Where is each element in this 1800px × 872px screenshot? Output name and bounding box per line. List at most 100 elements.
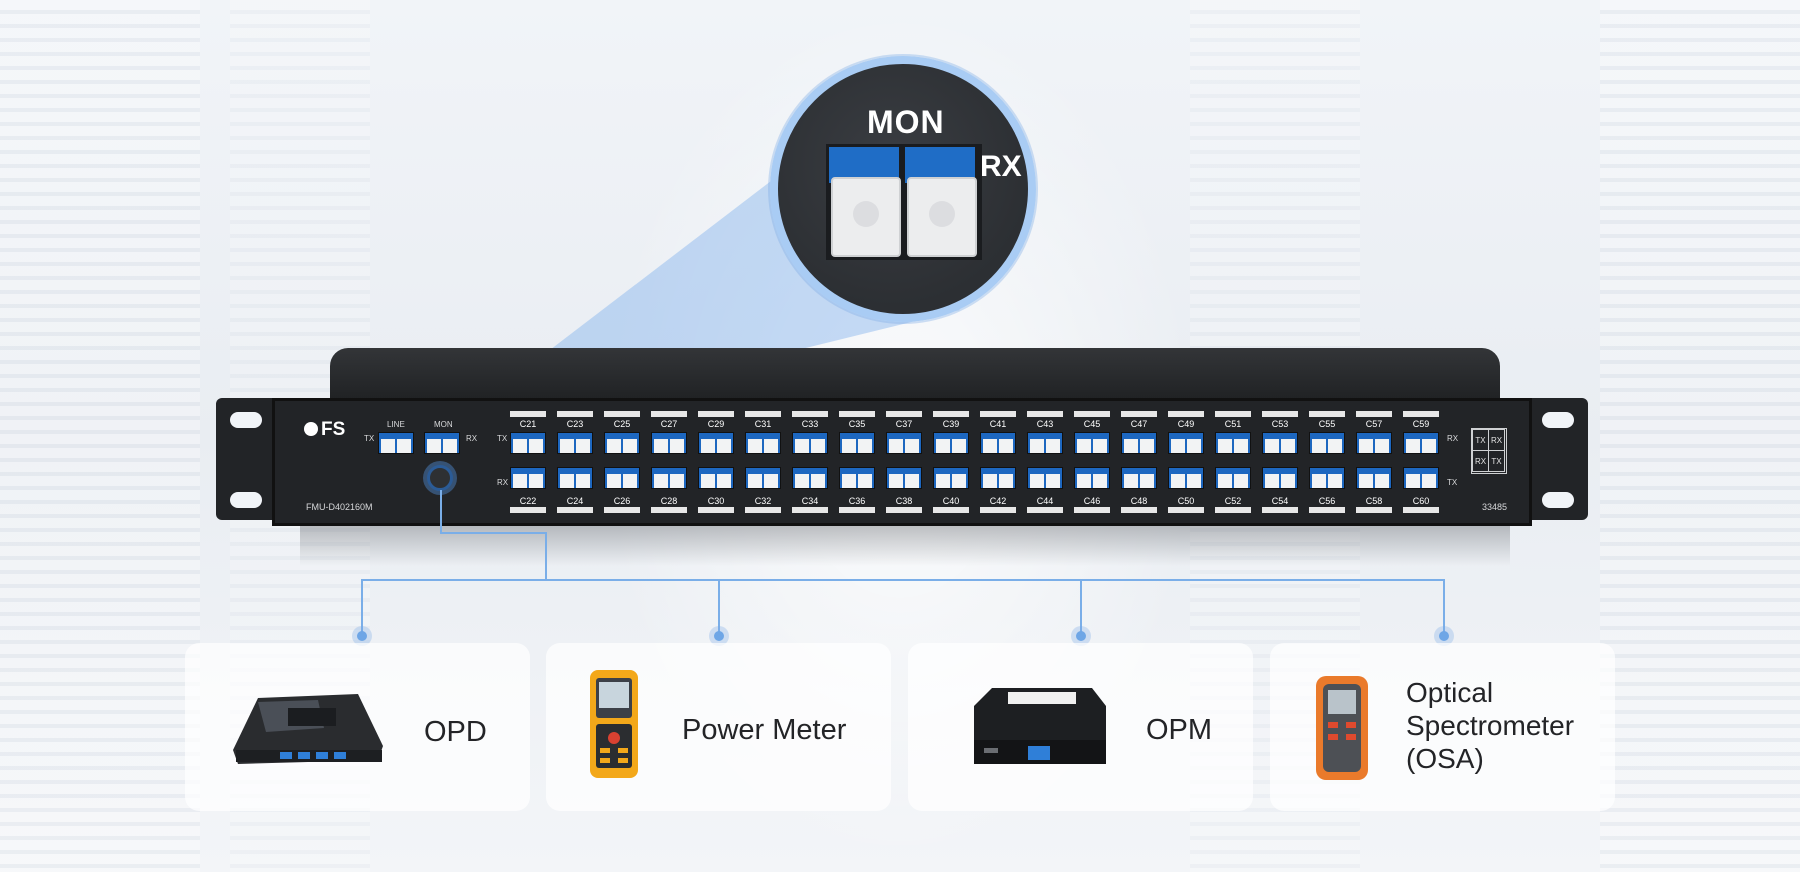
channel-port[interactable] (792, 432, 828, 454)
zoom-mon-port (826, 144, 982, 260)
wavelength-tag (1215, 411, 1251, 417)
wavelength-tag (933, 507, 969, 513)
channel-label: C33 (801, 419, 819, 429)
tx-row-label: TX (497, 434, 508, 443)
channel-label: C54 (1271, 496, 1289, 506)
channel-port[interactable] (839, 467, 875, 489)
rx-row-label: RX (497, 478, 509, 487)
channel-port[interactable] (1356, 467, 1392, 489)
line-tx-label: TX (364, 434, 375, 443)
channel-port[interactable] (933, 432, 969, 454)
channel-port[interactable] (604, 432, 640, 454)
channel-label: C21 (519, 419, 537, 429)
channel-port[interactable] (1215, 467, 1251, 489)
channel-port[interactable] (1168, 432, 1204, 454)
channel-port[interactable] (1121, 467, 1157, 489)
wavelength-tag (1074, 411, 1110, 417)
wavelength-tag (839, 411, 875, 417)
channel-label: C59 (1412, 419, 1430, 429)
channel-port[interactable] (1074, 432, 1110, 454)
line-port[interactable] (378, 432, 414, 454)
channel-port[interactable] (1309, 432, 1345, 454)
wavelength-tag (886, 411, 922, 417)
channel-port[interactable] (557, 467, 593, 489)
opm-icon (974, 688, 1106, 764)
channel-label: C40 (942, 496, 960, 506)
channel-port[interactable] (980, 432, 1016, 454)
bg-rack (0, 0, 200, 872)
legend-cell: TX (1488, 450, 1505, 472)
channel-port[interactable] (1356, 432, 1392, 454)
channel-port[interactable] (1403, 432, 1439, 454)
channel-label: C28 (660, 496, 678, 506)
connector-line (718, 579, 720, 635)
channel-port[interactable] (745, 467, 781, 489)
channel-label: C60 (1412, 496, 1430, 506)
channel-port[interactable] (980, 467, 1016, 489)
rack-ear-right (1524, 398, 1588, 520)
channel-port[interactable] (651, 467, 687, 489)
channel-label: C34 (801, 496, 819, 506)
channel-port[interactable] (1309, 467, 1345, 489)
channel-port[interactable] (886, 432, 922, 454)
channel-port[interactable] (1168, 467, 1204, 489)
channel-port[interactable] (1027, 432, 1063, 454)
wavelength-tag (1262, 507, 1298, 513)
channel-port[interactable] (651, 432, 687, 454)
channel-label: C49 (1177, 419, 1195, 429)
channel-port[interactable] (510, 432, 546, 454)
wavelength-tag (1168, 411, 1204, 417)
power-meter-icon (590, 670, 638, 778)
wavelength-tag (1027, 507, 1063, 513)
channel-label: C56 (1318, 496, 1336, 506)
legend-cell: RX (1488, 429, 1505, 451)
channel-port[interactable] (698, 467, 734, 489)
wavelength-tag (933, 411, 969, 417)
wavelength-tag (792, 507, 828, 513)
channel-port[interactable] (1121, 432, 1157, 454)
channel-port[interactable] (510, 467, 546, 489)
wavelength-tag (1309, 411, 1345, 417)
channel-port[interactable] (1215, 432, 1251, 454)
channel-port[interactable] (557, 432, 593, 454)
connector-line (440, 532, 547, 534)
chassis-top (330, 348, 1500, 402)
wavelength-tag (1215, 507, 1251, 513)
channel-port[interactable] (1262, 467, 1298, 489)
channel-port[interactable] (1074, 467, 1110, 489)
channel-port[interactable] (792, 467, 828, 489)
wavelength-tag (1403, 411, 1439, 417)
wavelength-tag (1356, 507, 1392, 513)
right-tx-label: TX (1447, 478, 1458, 487)
channel-port[interactable] (745, 432, 781, 454)
mon-port[interactable] (424, 432, 460, 454)
mon-rx-label: RX (466, 434, 478, 443)
channel-label: C27 (660, 419, 678, 429)
channel-port[interactable] (886, 467, 922, 489)
wavelength-tag (1168, 507, 1204, 513)
connector-node (1076, 631, 1086, 641)
wavelength-tag (1356, 411, 1392, 417)
channel-label: C35 (848, 419, 866, 429)
wavelength-tag (1027, 411, 1063, 417)
wavelength-tag (1309, 507, 1345, 513)
channel-label: C57 (1365, 419, 1383, 429)
channel-port[interactable] (839, 432, 875, 454)
channel-port[interactable] (604, 467, 640, 489)
channel-port[interactable] (698, 432, 734, 454)
channel-label: C42 (989, 496, 1007, 506)
wavelength-tag (745, 411, 781, 417)
channel-port[interactable] (1403, 467, 1439, 489)
channel-port[interactable] (933, 467, 969, 489)
channel-port[interactable] (1027, 467, 1063, 489)
channel-label: C26 (613, 496, 631, 506)
channel-label: C46 (1083, 496, 1101, 506)
wavelength-tag (1403, 507, 1439, 513)
channel-port[interactable] (1262, 432, 1298, 454)
model-label: FMU-D402160M (306, 502, 373, 512)
wavelength-tag (510, 411, 546, 417)
wavelength-tag (604, 507, 640, 513)
channel-label: C37 (895, 419, 913, 429)
serial-label: 33485 (1482, 502, 1508, 512)
mon-indicator (427, 465, 453, 491)
